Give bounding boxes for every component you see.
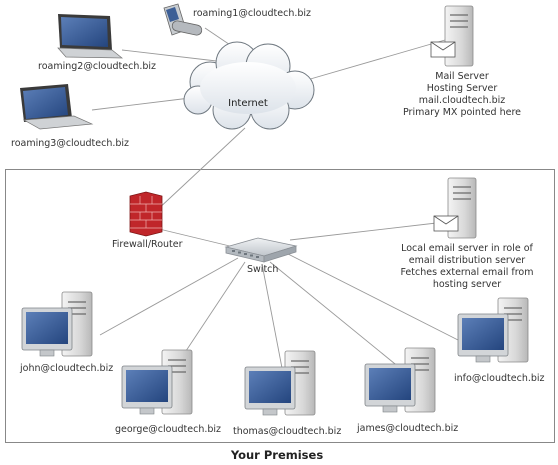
workstations <box>21 291 529 416</box>
mobile-phone-icon <box>163 3 203 36</box>
desktop-computer-icon-george <box>121 349 193 415</box>
svg-text:Primary MX pointed here: Primary MX pointed here <box>403 107 521 118</box>
diagram-title: Your Premises <box>230 448 324 462</box>
laptop-icon-roaming2 <box>57 14 124 59</box>
svg-text:email distribution server: email distribution server <box>409 255 526 266</box>
thomas-label: thomas@cloudtech.biz <box>233 426 341 437</box>
mail-server-label: Mail Server Hosting Server mail.cloudtec… <box>403 71 521 118</box>
roaming3-label: roaming3@cloudtech.biz <box>11 138 129 149</box>
mail-server-icon <box>430 5 474 67</box>
roaming2-label: roaming2@cloudtech.biz <box>38 61 156 72</box>
firewall-label: Firewall/Router <box>112 239 183 250</box>
desktop-computer-icon-info <box>457 297 529 363</box>
premises-boundary <box>5 169 555 443</box>
james-label: james@cloudtech.biz <box>356 423 458 434</box>
envelope-icon <box>433 215 459 232</box>
george-label: george@cloudtech.biz <box>115 424 221 435</box>
desktop-computer-icon-thomas <box>244 350 316 416</box>
switch-label: Switch <box>247 264 278 275</box>
desktop-computer-icon-james <box>364 347 436 413</box>
svg-text:Local email server in role of: Local email server in role of <box>401 243 533 254</box>
svg-text:hosting server: hosting server <box>433 279 501 290</box>
switch-icon <box>224 237 298 263</box>
svg-text:Mail Server: Mail Server <box>435 71 489 82</box>
envelope-icon <box>430 41 456 58</box>
desktop-computer-icon-john <box>21 291 93 357</box>
roaming1-label: roaming1@cloudtech.biz <box>193 8 311 19</box>
local-server-label: Local email server in role of email dist… <box>400 243 533 290</box>
firewall-icon <box>129 191 163 237</box>
info-label: info@cloudtech.biz <box>454 373 545 384</box>
john-label: john@cloudtech.biz <box>19 363 113 374</box>
internet-label: Internet <box>228 98 268 109</box>
svg-text:Hosting Server: Hosting Server <box>427 83 498 94</box>
svg-text:mail.cloudtech.biz: mail.cloudtech.biz <box>419 95 506 106</box>
local-server-icon <box>433 177 477 239</box>
svg-text:Fetches external email from: Fetches external email from <box>400 267 533 278</box>
laptop-icon-roaming3 <box>20 84 94 130</box>
internet-cloud: Internet <box>183 41 315 130</box>
